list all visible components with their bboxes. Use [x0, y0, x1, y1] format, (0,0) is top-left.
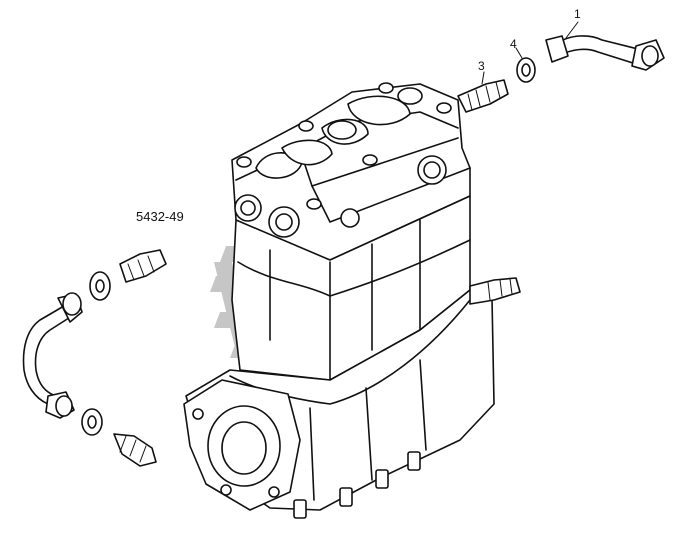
compressor-body	[183, 82, 521, 519]
callout-1: 1	[574, 7, 581, 21]
lower-left-union-upper	[119, 249, 167, 283]
callout-3: 3	[478, 59, 485, 73]
upper-pipe-part-1	[545, 35, 665, 71]
upper-union-part-3	[457, 79, 509, 113]
part-code-label: 5432-49	[136, 209, 184, 224]
callout-4: 4	[510, 37, 517, 51]
lower-left-pipe	[22, 292, 83, 419]
lower-left-union-lower	[113, 433, 157, 467]
upper-washer-part-4	[516, 57, 536, 83]
lower-left-washer-upper	[89, 271, 111, 301]
lower-left-washer-lower	[81, 408, 103, 436]
leader-lines	[481, 21, 579, 85]
